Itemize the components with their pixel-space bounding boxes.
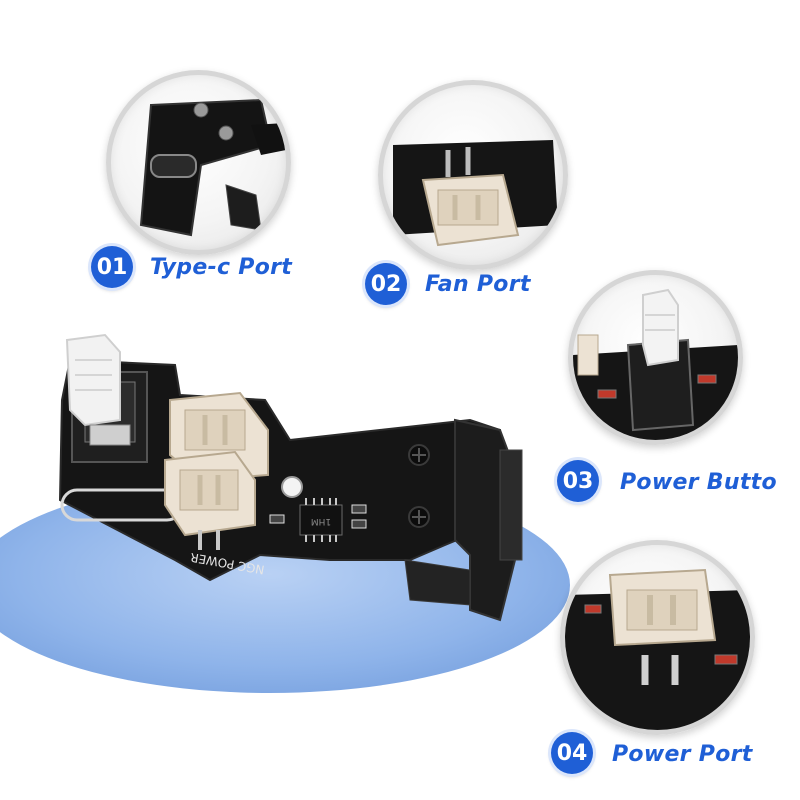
feature-title: Type-c Port — [150, 255, 293, 280]
fan-port-closeup — [378, 80, 568, 270]
power-button-closeup — [568, 270, 743, 445]
power-port-closeup — [560, 540, 755, 735]
feature-title: Power Port — [612, 742, 753, 767]
feature-title: Fan Port — [425, 272, 531, 297]
feature-number-badge: 01 — [91, 246, 133, 288]
feature-number-badge: 03 — [557, 460, 599, 502]
feature-title: Power Butto — [620, 470, 777, 495]
feature-number-badge: 02 — [365, 263, 407, 305]
chip-marking: 1HM — [311, 516, 331, 526]
type-c-port-closeup — [106, 70, 291, 255]
feature-number-badge: 04 — [551, 732, 593, 774]
